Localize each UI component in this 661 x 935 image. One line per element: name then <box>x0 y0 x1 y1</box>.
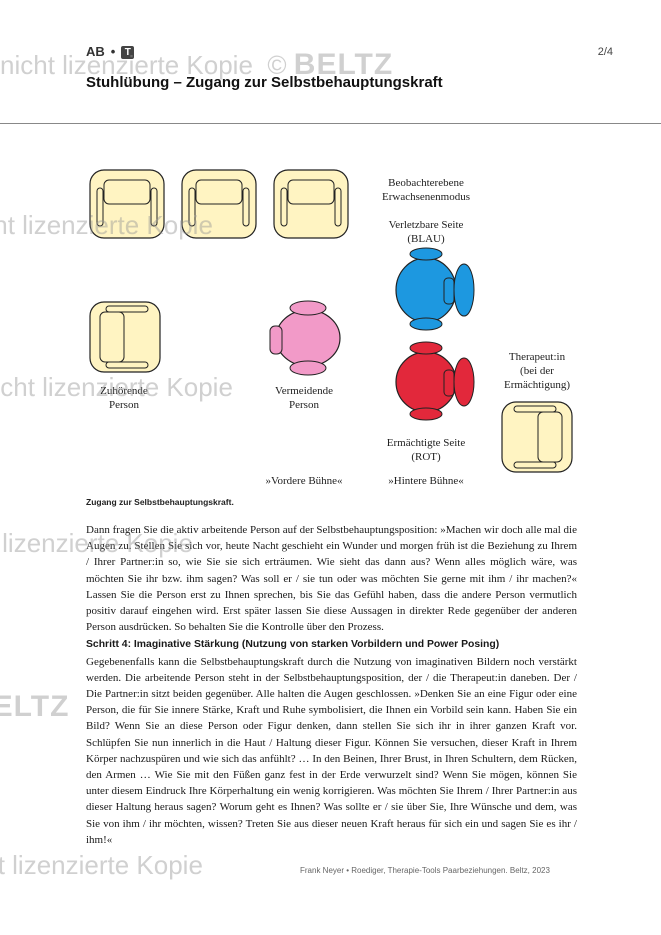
body-text: Dann fragen Sie die aktiv arbeitende Per… <box>86 522 577 848</box>
avoidant-person-chair <box>269 300 341 376</box>
observer-chair-2 <box>181 169 257 239</box>
therapist-chair <box>501 401 573 473</box>
label-observer-level: Beobachterebene Erwachsenenmodus <box>382 177 470 203</box>
chair-armrest-bottom <box>289 360 327 376</box>
chair-armrest-right <box>150 187 158 227</box>
chair-armrest-left <box>188 187 196 227</box>
page-title: Stuhlübung – Zugang zur Selbstbehauptung… <box>86 74 443 91</box>
chair-armrest <box>453 357 475 407</box>
label-back-stage: »Hintere Bühne« <box>388 475 464 487</box>
observer-chair-3 <box>273 169 349 239</box>
chair-armrest-left <box>280 187 288 227</box>
vulnerable-side-chair <box>395 247 475 331</box>
label-therapist: Therapeut:in (bei der Ermächtigung) <box>504 351 570 391</box>
chair-body <box>501 401 573 473</box>
chair-seat <box>275 309 341 367</box>
header-divider <box>0 123 661 124</box>
figure-caption: Zugang zur Selbstbehauptungskraft. <box>86 497 234 507</box>
ab-label: AB <box>86 44 105 59</box>
label-avoidant-person: Vermeidende Person <box>274 385 334 411</box>
label-front-stage: »Vordere Bühne« <box>265 475 343 487</box>
chair-diagram: Beobachterebene Erwachsenenmodus Verletz… <box>86 150 586 490</box>
chair-footrest <box>409 407 443 421</box>
watermark-row: nicht lizenzierte Kopie <box>0 850 203 880</box>
chair-back <box>443 369 455 397</box>
chair-armrest-right <box>242 187 250 227</box>
chair-seat <box>195 179 243 205</box>
chair-armrest-top <box>289 300 327 316</box>
chair-armrest-bottom <box>105 361 149 369</box>
chair-back <box>443 277 455 305</box>
chair-armrest-left <box>96 187 104 227</box>
chair-headrest <box>409 247 443 261</box>
chair-body <box>89 301 161 373</box>
step-4-heading: Schritt 4: Imaginative Stärkung (Nutzung… <box>86 639 500 651</box>
chair-armrest-right <box>334 187 342 227</box>
active-person-chair <box>89 301 161 373</box>
observer-chair-1 <box>89 169 165 239</box>
empowered-side-chair <box>395 341 475 421</box>
chair-armrest <box>453 263 475 317</box>
watermark-row: BELTZ <box>0 690 70 723</box>
label-vulnerable-side: Verletzbare Seite (BLAU) <box>388 219 464 245</box>
chair-armrest-top <box>513 405 557 413</box>
paragraph-1: Dann fragen Sie die aktiv arbeitende Per… <box>86 524 577 634</box>
chair-headrest <box>409 341 443 355</box>
label-active-person: Zuhörende Person <box>100 385 148 411</box>
worksheet-header: AB • T <box>86 44 135 60</box>
chair-seat <box>287 179 335 205</box>
therapy-tool-icon: T <box>121 46 135 60</box>
chair-seat <box>103 179 151 205</box>
chair-diagram-svg <box>89 169 573 473</box>
chair-footrest <box>409 317 443 331</box>
observer-chairs-group <box>89 169 349 239</box>
chair-back <box>269 325 283 355</box>
page-footer: Frank Neyer • Roediger, Therapie-Tools P… <box>300 866 550 875</box>
label-empowered-side: Ermächtigte Seite (ROT) <box>386 437 466 463</box>
header-separator: • <box>110 44 116 59</box>
paragraph-2: Gegebenenfalls kann die Selbstbehauptung… <box>86 655 577 846</box>
chair-armrest-top <box>105 305 149 313</box>
chair-armrest-bottom <box>513 461 557 469</box>
page-number: 2/4 <box>597 46 613 58</box>
